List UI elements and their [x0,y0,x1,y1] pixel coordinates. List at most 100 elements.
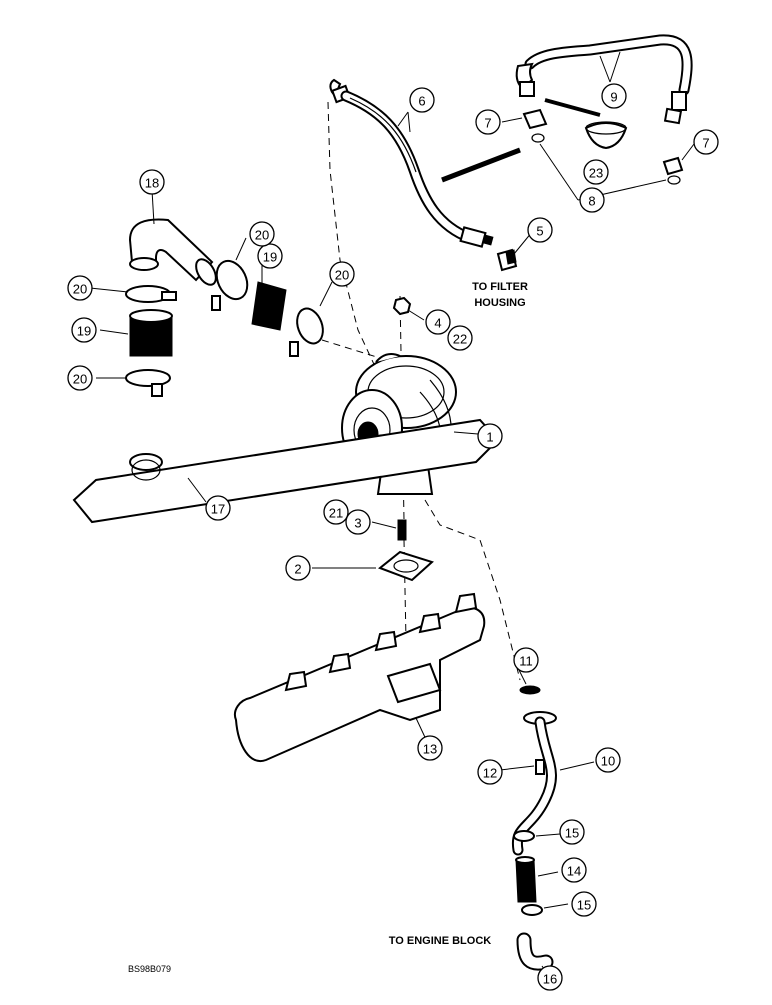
callout-circle [345,509,371,535]
callout-circle [139,169,165,195]
callout-number: 11 [519,654,533,669]
callout-circle [583,159,609,185]
callout-circle [447,325,473,351]
callout-circle [323,499,349,525]
hose-14 [515,859,537,903]
callout-circle [561,857,587,883]
callout-c11: 11 [513,647,539,673]
callout-c12: 12 [477,759,503,785]
centerline-hose [321,339,381,359]
fittings-group [522,108,684,185]
callout-number: 5 [536,224,543,239]
o-ring-8-left [531,133,545,143]
callout-number: 21 [329,506,343,521]
callout-circle [329,261,355,287]
leader-lines [89,51,695,979]
callout-c6: 6 [409,87,435,113]
clamp-20-lower-left [125,369,171,387]
callout-number: 6 [418,94,425,109]
drain-tube-10 [511,711,557,856]
exhaust-manifold-13 [234,592,486,763]
callout-circle [579,187,605,213]
callout-circle [513,647,539,673]
callout-number: 3 [354,516,361,531]
callout-number: 20 [73,372,87,387]
callout-number: 17 [211,502,225,517]
callout-circle [409,87,435,113]
callout-c21: 21 [323,499,349,525]
callout-number: 22 [453,332,467,347]
callout-number: 7 [702,136,709,151]
callout-number: 14 [567,864,581,879]
callout-circle [425,309,451,335]
callout-number: 13 [423,742,437,757]
callout-c8: 8 [579,187,605,213]
callout-circle [67,275,93,301]
oil-feed-hose [329,78,521,248]
callout-number: 20 [335,268,349,283]
stud-3 [397,519,407,541]
callout-number: 15 [577,898,591,913]
clamp-15-lower [521,904,543,916]
callout-circle [601,83,627,109]
callout-number: 12 [483,766,497,781]
nut-4 [392,296,412,316]
callout-number: 4 [434,316,441,331]
callout-circle [285,555,311,581]
clamp-20-mid [215,259,249,301]
callout-c2: 2 [285,555,311,581]
callout-number: 8 [588,194,595,209]
clamp-15-upper [513,830,535,842]
callout-number: 10 [601,754,615,769]
callout-c4: 4 [425,309,451,335]
callout-c15a: 15 [559,819,585,845]
callout-circle [559,819,585,845]
shield-23 [584,122,628,150]
centerline-drain [424,499,521,681]
callout-circle [257,243,283,269]
callout-number: 23 [589,166,603,181]
note-engine-block: TO ENGINE BLOCK [389,935,492,947]
callout-layer: 1234567789101112131415151617181919202020… [67,83,719,991]
callout-circle [67,365,93,391]
callout-c23: 23 [583,159,609,185]
callout-c20b: 20 [67,365,93,391]
callout-number: 16 [543,972,557,987]
hose-clamps [125,259,324,397]
callout-circle [571,891,597,917]
gasket-2 [378,550,434,582]
callout-c17: 17 [205,495,231,521]
callout-number: 1 [486,430,493,445]
callout-number: 18 [145,176,159,191]
callout-c14: 14 [561,857,587,883]
callout-circle [477,423,503,449]
callout-c16: 16 [537,965,563,991]
callout-c1: 1 [477,423,503,449]
drain-hose-assembly [513,830,543,916]
callout-c20a: 20 [67,275,93,301]
callout-c10: 10 [595,747,621,773]
callout-circle [249,221,275,247]
callout-number: 19 [77,324,91,339]
callout-circle [693,129,719,155]
fitting-12 [535,759,545,775]
callout-c19a: 19 [71,317,97,343]
callout-circle [417,735,443,761]
fitting-7-right [662,156,684,176]
figure-code: BS98B079 [128,964,171,974]
callout-c20d: 20 [329,261,355,287]
elbow-16 [516,932,554,971]
callout-circle [71,317,97,343]
o-ring-8-right [667,175,681,185]
callout-number: 2 [294,562,301,577]
callout-c5: 5 [527,217,553,243]
callout-c3: 3 [345,509,371,535]
callout-number: 20 [255,228,269,243]
plug-5 [496,248,518,272]
clamp-20-right [296,307,324,345]
sleeve-19-right [251,281,287,331]
callout-circle [537,965,563,991]
callout-c15b: 15 [571,891,597,917]
gasket-11 [519,685,541,695]
